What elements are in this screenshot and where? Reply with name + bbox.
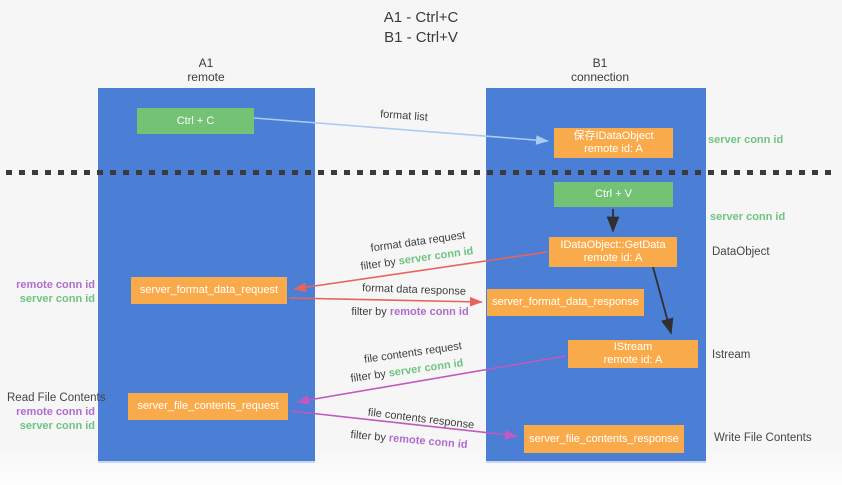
- node-server-file-contents-response: server_file_contents_response: [524, 425, 684, 453]
- label-istream: Istream: [712, 349, 751, 361]
- node-save-idataobject-line1: 保存IDataObject: [573, 130, 654, 142]
- node-ctrl-c-label: Ctrl + C: [176, 114, 215, 127]
- column-a1-name: A1: [198, 56, 214, 70]
- label-file-contents-response: file contents response: [367, 406, 475, 432]
- node-istream-line2: remote id: A: [603, 354, 663, 366]
- column-b1-role: connection: [570, 70, 630, 84]
- label-remote-conn-id-left-2: remote conn id: [16, 406, 95, 418]
- title-line-1: A1 - Ctrl+C: [383, 9, 459, 26]
- node-format-request-label: server_format_data_request: [139, 284, 279, 296]
- title-line-2: B1 - Ctrl+V: [384, 29, 458, 46]
- label-server-conn-id-right-1: server conn id: [708, 134, 784, 146]
- node-getdata-line2: remote id: A: [583, 252, 643, 264]
- label-server-conn-id-left-2: server conn id: [19, 420, 95, 432]
- node-file-request-label: server_file_contents_request: [137, 400, 279, 412]
- node-ctrl-v-label: Ctrl + V: [595, 188, 632, 200]
- node-istream: IStream remote id: A: [568, 340, 698, 368]
- diagram-title: A1 - Ctrl+C B1 - Ctrl+V: [0, 8, 842, 48]
- label-server-conn-id-right-2: server conn id: [710, 211, 786, 223]
- column-header-a1: A1 remote: [146, 56, 266, 84]
- label-remote-conn-id-left-1: remote conn id: [16, 279, 95, 291]
- node-save-idataobject-line2: remote id: A: [584, 143, 643, 155]
- node-ctrl-v: Ctrl + V: [554, 182, 673, 207]
- node-save-idataobject: 保存IDataObject remote id: A: [554, 128, 673, 158]
- node-server-format-data-response: server_format_data_response: [487, 289, 644, 316]
- node-file-response-label: server_file_contents_response: [529, 432, 679, 445]
- label-server-conn-id-left-1: server conn id: [19, 293, 95, 305]
- filter-by-text: filter by: [350, 428, 390, 445]
- filter-by-text: filter by: [359, 255, 400, 273]
- filter-by-text: filter by: [349, 367, 390, 385]
- label-write-file-contents: Write File Contents: [714, 432, 812, 444]
- node-istream-line1: IStream: [613, 341, 653, 353]
- label-format-data-response: format data response: [361, 282, 467, 298]
- node-idataobject-getdata: IDataObject::GetData remote id: A: [549, 237, 677, 267]
- node-server-format-data-request: server_format_data_request: [131, 277, 287, 304]
- node-format-response-label: server_format_data_response: [492, 296, 639, 308]
- remote-conn-id-text: remote conn id: [388, 432, 468, 452]
- left-conn-id-stack-top: remote conn id server conn id: [7, 278, 95, 306]
- label-filter-by-remote-conn-id-2: filter by remote conn id: [350, 429, 468, 451]
- filter-by-text: filter by: [351, 306, 390, 318]
- column-b1-name: B1: [592, 56, 608, 70]
- node-server-file-contents-request: server_file_contents_request: [128, 393, 288, 420]
- node-getdata-line1: IDataObject::GetData: [560, 239, 666, 251]
- label-format-list: format list: [379, 108, 429, 124]
- column-a1-role: remote: [187, 70, 225, 84]
- left-conn-id-stack-bottom: Read File Contents remote conn id server…: [7, 391, 106, 433]
- label-dataobject: DataObject: [712, 246, 770, 258]
- label-read-file-contents: Read File Contents: [7, 392, 106, 404]
- phase-divider-dotted-line: [6, 170, 836, 175]
- remote-conn-id-text: remote conn id: [389, 306, 469, 318]
- column-header-b1: B1 connection: [540, 56, 660, 84]
- label-filter-by-remote-conn-id-1: filter by remote conn id: [351, 306, 468, 318]
- node-ctrl-c: Ctrl + C: [137, 108, 254, 134]
- arrow-format-data-response: [288, 296, 483, 307]
